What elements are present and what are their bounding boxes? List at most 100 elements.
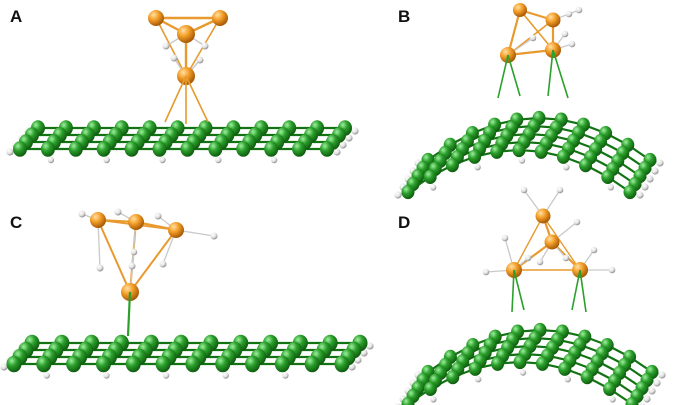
hydrogen-atom	[518, 157, 526, 164]
carbon-atom	[513, 354, 527, 370]
hydrogen-atom	[524, 254, 532, 262]
hydrogen-atom	[162, 42, 170, 50]
link-bonds-b	[497, 49, 569, 99]
hydrogen-atom	[333, 148, 341, 156]
panel-label-d: D	[398, 213, 411, 232]
carbon-atom	[623, 184, 637, 200]
panel-label-a: A	[10, 7, 23, 26]
carbon-atom	[320, 141, 334, 157]
carbon-atom	[625, 396, 639, 405]
cluster-bond	[97, 219, 131, 293]
hydrogen-atom	[536, 258, 544, 266]
link-bond	[126, 291, 132, 337]
hydrogen-atom	[345, 134, 353, 142]
hydrogen-atom	[351, 127, 359, 135]
hydrogen-atom	[575, 6, 583, 14]
carbon-atom	[445, 157, 459, 173]
hydrogen-atom	[170, 54, 178, 62]
hydrogen-atom	[565, 10, 573, 18]
hydrogen-atom	[653, 379, 661, 387]
carbon-atom	[152, 141, 167, 157]
carbon-atom	[490, 144, 504, 159]
link-bond	[571, 269, 581, 311]
carbon-atom	[13, 141, 27, 157]
carbon-atom	[423, 381, 437, 397]
hydrogen-atom	[658, 371, 666, 379]
cluster-bond	[519, 9, 554, 51]
cluster-bond	[542, 215, 581, 271]
hydrogen-atom	[103, 372, 110, 379]
carbon-atom	[558, 361, 572, 376]
hydrogen-atom	[78, 210, 86, 218]
sheet-b	[394, 110, 664, 200]
hydrogen-atom	[609, 396, 616, 403]
carbon-atom	[556, 149, 570, 164]
link-bond	[547, 49, 554, 97]
hydrogen-atom	[394, 191, 402, 199]
carbon-atom	[236, 141, 251, 157]
panel-label-b: B	[398, 7, 411, 26]
hydrogen-atom	[590, 246, 598, 254]
hydrogen-atom	[519, 369, 527, 376]
carbon-atom	[274, 355, 290, 373]
hydrogen-atom	[0, 363, 8, 371]
carbon-atom	[68, 141, 83, 157]
hydrogen-atom	[430, 184, 437, 191]
cluster-bond	[129, 229, 177, 293]
hydrogen-atom	[636, 191, 644, 199]
hydrogen-atom	[354, 356, 362, 364]
hydrogen-atom	[607, 184, 614, 191]
hydrogen-atom	[529, 34, 537, 42]
carbon-atom	[215, 355, 231, 373]
cluster-bond	[155, 17, 187, 77]
cluster-a	[148, 10, 228, 85]
hydrogen-atom	[103, 156, 110, 164]
hydrogen-atom	[159, 260, 167, 268]
carbon-atom	[6, 355, 22, 373]
link-bonds-c	[126, 291, 132, 337]
link-bond	[552, 49, 569, 99]
carbon-atom	[36, 355, 52, 373]
link-bond	[511, 269, 515, 313]
cluster-atom	[212, 10, 228, 26]
hydrogen-atom	[339, 141, 347, 149]
carbon-atom	[125, 355, 141, 373]
carbon-atom	[535, 356, 549, 371]
carbon-atom	[245, 355, 261, 373]
hydrogen-atom	[128, 262, 136, 270]
hydrogen-atom	[159, 156, 166, 164]
cluster-d	[482, 186, 616, 278]
panel-label-c: C	[10, 213, 23, 232]
carbon-atom	[491, 356, 505, 371]
link-bond	[185, 75, 209, 123]
carbon-atom	[180, 141, 195, 157]
carbon-atom	[580, 369, 594, 385]
carbon-atom	[155, 355, 171, 373]
carbon-atom	[468, 149, 482, 164]
hydrogen-atom	[651, 167, 659, 175]
carbon-atom	[264, 141, 279, 157]
carbon-atom	[96, 141, 111, 157]
hydrogen-atom	[646, 175, 654, 183]
hydrogen-atom	[215, 156, 222, 164]
hydrogen-atom	[656, 159, 664, 167]
carbon-atom	[304, 355, 320, 373]
carbon-atom	[468, 361, 482, 376]
cluster-atom	[177, 25, 195, 43]
cluster-atom	[513, 3, 527, 17]
cluster-bond	[513, 215, 544, 271]
hydrogen-atom	[130, 248, 138, 256]
carbon-atom	[512, 142, 526, 158]
hydrogen-atom	[482, 268, 490, 276]
hydrogen-atom	[573, 218, 581, 226]
link-bond	[497, 54, 509, 99]
hydrogen-atom	[222, 372, 229, 379]
hydrogen-atom	[282, 372, 289, 379]
carbon-atom	[534, 144, 548, 159]
hydrogen-atom	[643, 395, 651, 403]
link-bonds-d	[511, 269, 587, 313]
carbon-atom	[401, 184, 415, 200]
sheet-c	[0, 334, 374, 379]
